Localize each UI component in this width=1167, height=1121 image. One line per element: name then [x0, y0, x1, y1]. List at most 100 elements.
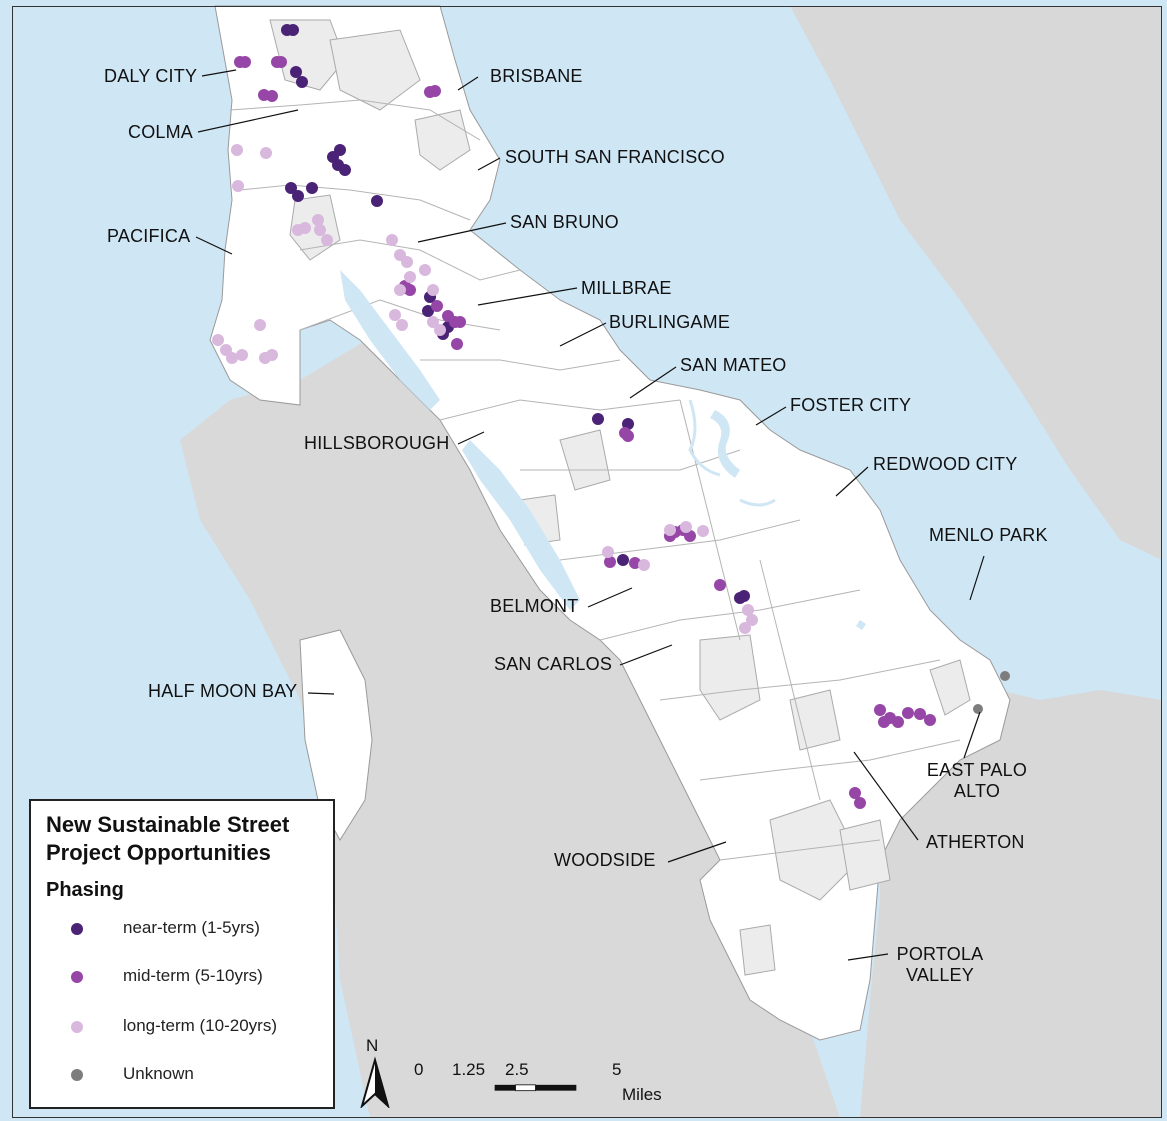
mid-term-point — [604, 556, 616, 568]
foster-city-lagoon — [688, 399, 776, 507]
near-term-point — [285, 182, 297, 194]
label-south-san-francisco: SOUTH SAN FRANCISCO — [505, 147, 725, 167]
long-term-point — [314, 224, 326, 236]
label-hillsborough: HILLSBOROUGH — [304, 433, 450, 453]
mid-term-point — [266, 90, 278, 102]
label-brisbane: BRISBANE — [490, 66, 583, 86]
mid-term-point — [684, 530, 696, 542]
long-term-point — [266, 349, 278, 361]
mid-term-point — [924, 714, 936, 726]
legend-item-unknown: Unknown — [71, 1063, 331, 1087]
scale-tick-3: 5 — [612, 1060, 622, 1079]
legend: New Sustainable Street Project Opportuni… — [29, 799, 335, 1109]
scale-unit: Miles — [622, 1085, 662, 1104]
mid-term-point — [878, 716, 890, 728]
mid-term-point — [629, 557, 641, 569]
north-label: N — [366, 1036, 379, 1055]
label-half-moon-bay: HALF MOON BAY — [148, 681, 298, 701]
city-boundaries — [229, 99, 961, 861]
scale-bar — [494, 1084, 577, 1092]
label-atherton: ATHERTON — [926, 832, 1025, 852]
long-term-point — [602, 546, 614, 558]
label-menlo-park: MENLO PARK — [929, 525, 1048, 545]
long-term-dot-icon — [71, 1021, 83, 1033]
long-term-point — [697, 525, 709, 537]
unknown-point — [973, 704, 983, 714]
label-redwood-city: REDWOOD CITY — [873, 454, 1018, 474]
near-term-point — [592, 413, 604, 425]
long-term-point — [401, 256, 413, 268]
long-term-point — [746, 614, 758, 626]
long-term-point — [638, 559, 650, 571]
near-term-point — [738, 590, 750, 602]
near-term-point — [287, 24, 299, 36]
near-term-point — [334, 144, 346, 156]
long-term-point — [260, 147, 272, 159]
leader-lines — [195, 69, 985, 961]
south-land — [860, 680, 1162, 1118]
legend-subtitle: Phasing — [46, 879, 124, 901]
near-term-point — [290, 66, 302, 78]
near-term-point — [296, 76, 308, 88]
long-term-point — [394, 284, 406, 296]
north-arrow-icon — [360, 1056, 390, 1108]
long-term-point — [434, 324, 446, 336]
label-san-mateo: SAN MATEO — [680, 355, 787, 375]
mid-term-point — [239, 56, 251, 68]
long-term-point — [226, 352, 238, 364]
long-term-point — [427, 284, 439, 296]
unknown-dot-icon — [71, 1069, 83, 1081]
label-san-bruno: SAN BRUNO — [510, 212, 619, 232]
mid-term-point — [275, 56, 287, 68]
legend-item-long-term: long-term (10-20yrs) — [71, 1015, 331, 1039]
label-pacifica: PACIFICA — [107, 226, 191, 246]
mid-term-point — [454, 316, 466, 328]
long-term-point — [231, 144, 243, 156]
near-term-point — [339, 164, 351, 176]
mid-term-point — [622, 430, 634, 442]
label-san-carlos: SAN CARLOS — [494, 654, 613, 674]
mid-term-point — [914, 708, 926, 720]
label-daly-city: DALY CITY — [104, 66, 198, 86]
coastal-land — [180, 320, 840, 1118]
near-term-dot-icon — [71, 923, 83, 935]
label-burlingame: BURLINGAME — [609, 312, 731, 332]
legend-title: New Sustainable Street Project Opportuni… — [46, 812, 290, 865]
long-term-point — [389, 309, 401, 321]
unknown-point — [1000, 671, 1010, 681]
mid-term-point — [854, 797, 866, 809]
legend-item-mid-term: mid-term (5-10yrs) — [71, 965, 331, 989]
label-foster-city: FOSTER CITY — [790, 395, 912, 415]
mid-term-point — [849, 787, 861, 799]
legend-item-near-term: near-term (1-5yrs) — [71, 917, 331, 941]
scale-tick-0: 0 — [414, 1060, 424, 1079]
long-term-point — [742, 604, 754, 616]
mid-term-point — [451, 338, 463, 350]
long-term-point — [419, 264, 431, 276]
long-term-point — [664, 524, 676, 536]
reservoirs — [340, 270, 866, 630]
east-bay-land — [790, 6, 1162, 560]
project-points — [212, 24, 1010, 809]
near-term-point — [292, 190, 304, 202]
long-term-point — [236, 349, 248, 361]
legend-item-label: long-term (10-20yrs) — [123, 1016, 277, 1035]
long-term-point — [680, 521, 692, 533]
mid-term-point — [892, 716, 904, 728]
mid-term-point — [874, 704, 886, 716]
long-term-point — [312, 214, 324, 226]
long-term-point — [739, 622, 751, 634]
label-woodside: WOODSIDE — [554, 850, 656, 870]
long-term-point — [299, 222, 311, 234]
label-portola-valley: PORTOLA VALLEY — [896, 944, 984, 985]
unincorporated-areas — [269, 19, 971, 976]
label-colma: COLMA — [128, 122, 194, 142]
mid-term-point — [429, 85, 441, 97]
legend-item-label: near-term (1-5yrs) — [123, 918, 260, 937]
near-term-point — [371, 195, 383, 207]
long-term-point — [212, 334, 224, 346]
east-bay-marsh — [1020, 300, 1162, 460]
mid-term-point — [902, 707, 914, 719]
legend-item-label: Unknown — [123, 1064, 194, 1083]
scale-tick-2: 2.5 — [505, 1060, 529, 1079]
